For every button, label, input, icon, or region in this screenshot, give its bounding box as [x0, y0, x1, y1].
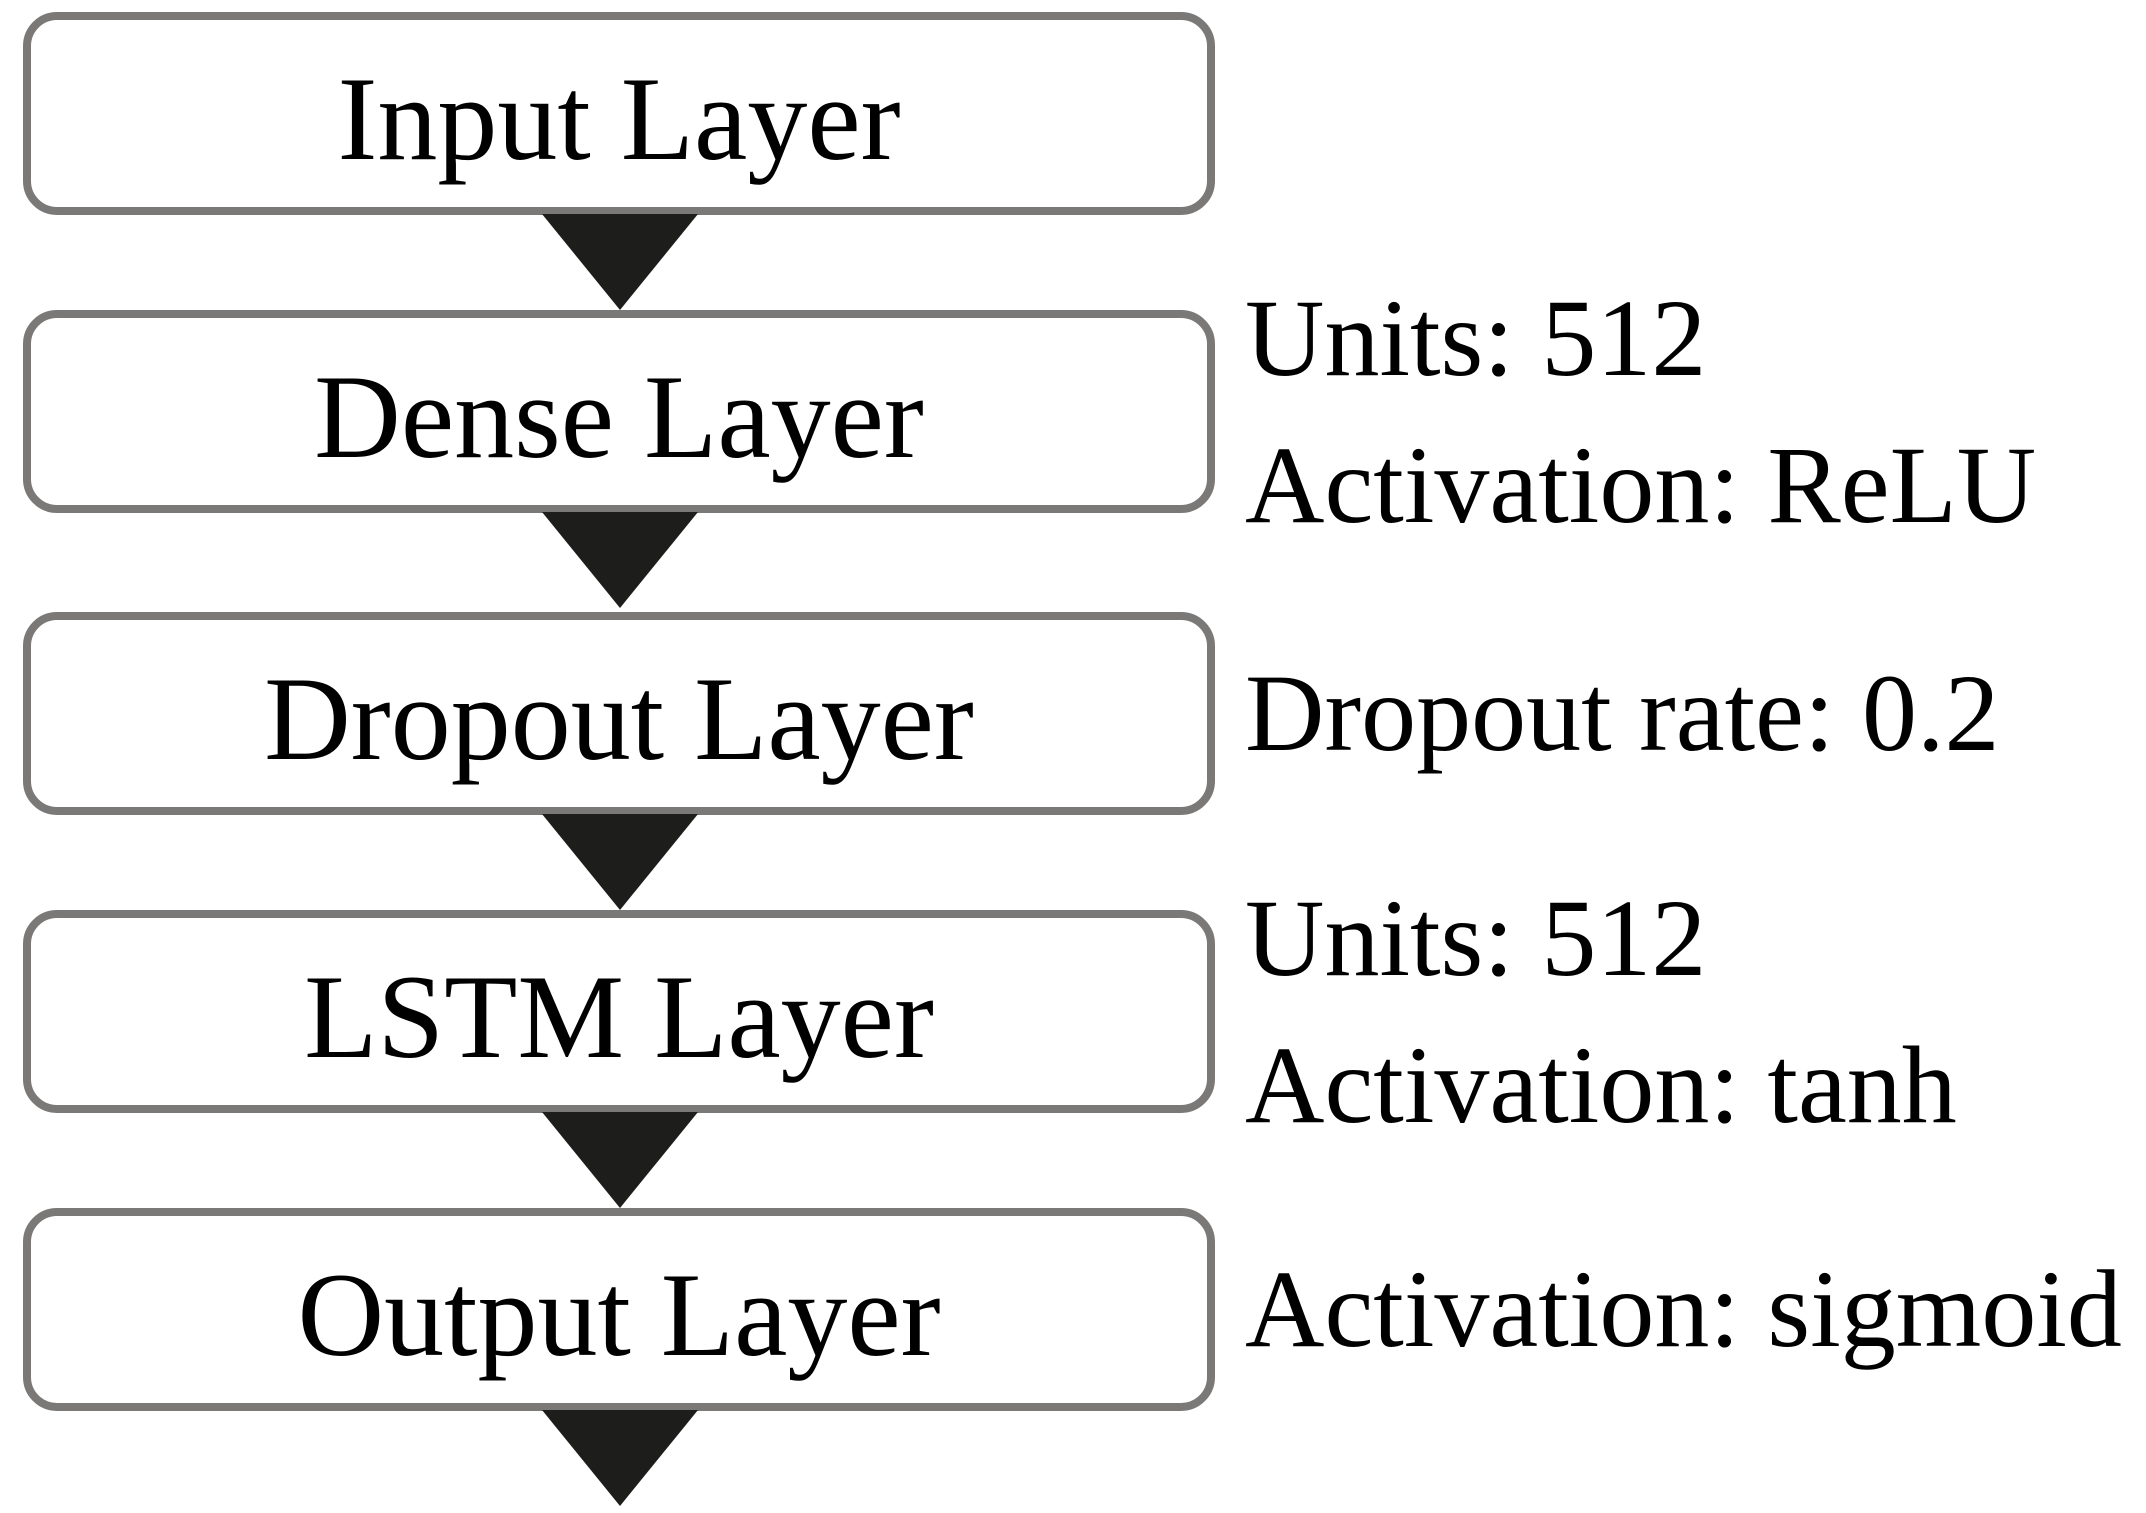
layer-box-dropout: Dropout Layer [23, 612, 1215, 815]
arrow-down-icon [542, 1112, 698, 1208]
layer-box-output: Output Layer [23, 1208, 1215, 1411]
annotation-line-units: Units: 512 [1245, 876, 1707, 999]
layer-label-input: Input Layer [337, 51, 901, 185]
arrow-down-icon [542, 814, 698, 910]
annotation-line-activation: Activation: sigmoid [1245, 1248, 2122, 1370]
layer-box-lstm: LSTM Layer [23, 910, 1215, 1113]
annotation-line-activation: Activation: tanh [1245, 1023, 1957, 1146]
annotation-line-dropout-rate: Dropout rate: 0.2 [1245, 652, 2000, 774]
annotation-lstm: Units: 512 Activation: tanh [1245, 877, 1957, 1146]
annotation-dropout: Dropout rate: 0.2 [1245, 612, 2000, 815]
arrow-down-icon [542, 512, 698, 608]
annotation-dense: Units: 512 Activation: ReLU [1245, 277, 2036, 546]
layer-label-dense: Dense Layer [314, 349, 924, 483]
layer-label-dropout: Dropout Layer [264, 651, 974, 785]
arrow-down-icon [542, 214, 698, 310]
layer-label-output: Output Layer [297, 1247, 941, 1381]
annotation-output: Activation: sigmoid [1245, 1208, 2122, 1411]
layer-label-lstm: LSTM Layer [304, 949, 934, 1083]
layer-box-input: Input Layer [23, 12, 1215, 215]
annotation-line-units: Units: 512 [1245, 276, 1707, 399]
annotation-line-activation: Activation: ReLU [1245, 423, 2037, 546]
arrow-down-icon [542, 1410, 698, 1506]
layer-box-dense: Dense Layer [23, 310, 1215, 513]
